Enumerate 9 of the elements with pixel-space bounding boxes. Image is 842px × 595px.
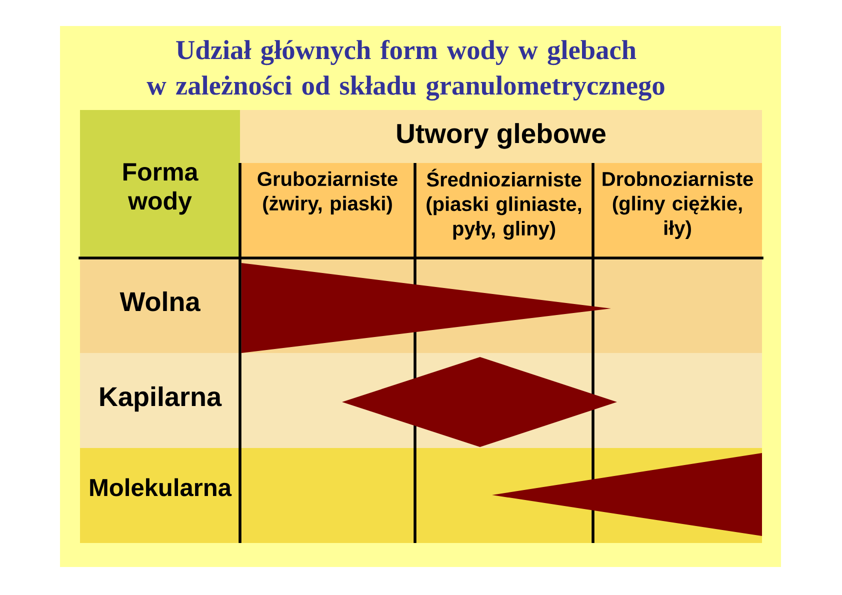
column-header: Drobnoziarniste (gliny ciężkie, iły) bbox=[593, 163, 762, 258]
header-cell: Utwory glebowe bbox=[240, 110, 762, 163]
column-header: Gruboziarniste (żwiry, piaski) bbox=[240, 163, 415, 258]
row-header: Kapilarna bbox=[80, 353, 240, 448]
row-header: Molekularna bbox=[80, 448, 240, 543]
row-header: Wolna bbox=[80, 258, 240, 353]
column-header: Średnioziarniste (piaski gliniaste, pyły, gliny) bbox=[415, 163, 593, 258]
header-cell: Forma wody bbox=[80, 110, 240, 258]
title: Udział głównych form wody w glebach w zależności od składu granulometrycznego bbox=[146, 40, 664, 101]
